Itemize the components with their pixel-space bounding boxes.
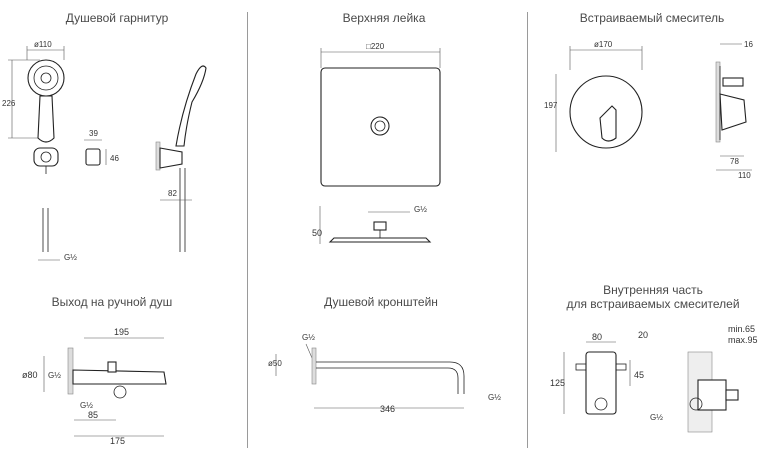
title-concealed-body-line1: Внутренняя часть: [603, 283, 703, 297]
dim-length: 346: [380, 404, 395, 414]
title-shower-arm: Душевой кронштейн: [324, 295, 438, 309]
drawing-hand-shower-set: ø110 226 G½ 39 46 82: [2, 40, 207, 262]
drawing-bath-spout: 195 ø80 G½ G½ 85 175: [22, 327, 167, 446]
dim-depth-total: 110: [738, 171, 751, 180]
dim-holder-height: 46: [110, 154, 119, 163]
dim-depth-mid: 78: [730, 157, 739, 166]
dim-min: min.65: [728, 324, 755, 334]
drawing-shower-arm: G½ ø50 346 G½: [268, 333, 501, 414]
title-bath-spout: Выход на ручной душ: [51, 295, 173, 309]
drawing-concealed-mixer: ø170 197 16 78 110: [544, 40, 753, 180]
dim-height: 125: [550, 378, 565, 388]
dim-length-mid: 85: [88, 410, 98, 420]
dim-thread-g12: G½: [64, 253, 77, 262]
dim-thread-g12: G½: [414, 205, 427, 214]
dim-depth: 82: [168, 189, 177, 198]
divider-right: [527, 12, 528, 448]
divider-left: [247, 12, 248, 448]
drawing-overhead-shower: □220 G½ 50: [312, 42, 441, 244]
dim-width: 80: [592, 332, 602, 342]
drawing-concealed-body: 80 20 min.65 max.95 125 45 G½: [550, 324, 758, 433]
dim-max: max.95: [728, 335, 758, 345]
dim-thread: G½: [650, 413, 663, 422]
dim-height: 50: [312, 228, 322, 238]
dim-holder-width: 39: [89, 129, 98, 138]
dim-thread-end: G½: [488, 393, 501, 402]
dim-diameter: ø170: [594, 40, 613, 49]
dim-depth-top: 16: [744, 40, 753, 49]
dim-thread-side: G½: [48, 371, 61, 380]
dim-offset: 20: [638, 330, 648, 340]
dim-diameter: ø80: [22, 370, 38, 380]
dim-thread-bottom: G½: [80, 401, 93, 410]
dim-height: 226: [2, 99, 16, 108]
dim-height: 197: [544, 101, 558, 110]
dim-head-diameter: ø110: [34, 40, 52, 49]
title-hand-shower-set: Душевой гарнитур: [65, 11, 169, 25]
dim-length-top: 195: [114, 327, 129, 337]
title-concealed-body-line2: для встраиваемых смесителей: [566, 297, 740, 311]
dim-head-size: □220: [366, 42, 385, 51]
dim-length-bottom: 175: [110, 436, 125, 446]
dim-mid: 45: [634, 370, 644, 380]
dim-thread-top: G½: [302, 333, 315, 342]
title-overhead-shower: Верхняя лейка: [342, 11, 426, 25]
title-concealed-mixer: Встраиваемый смеситель: [579, 11, 725, 25]
dim-diameter: ø50: [268, 359, 282, 368]
